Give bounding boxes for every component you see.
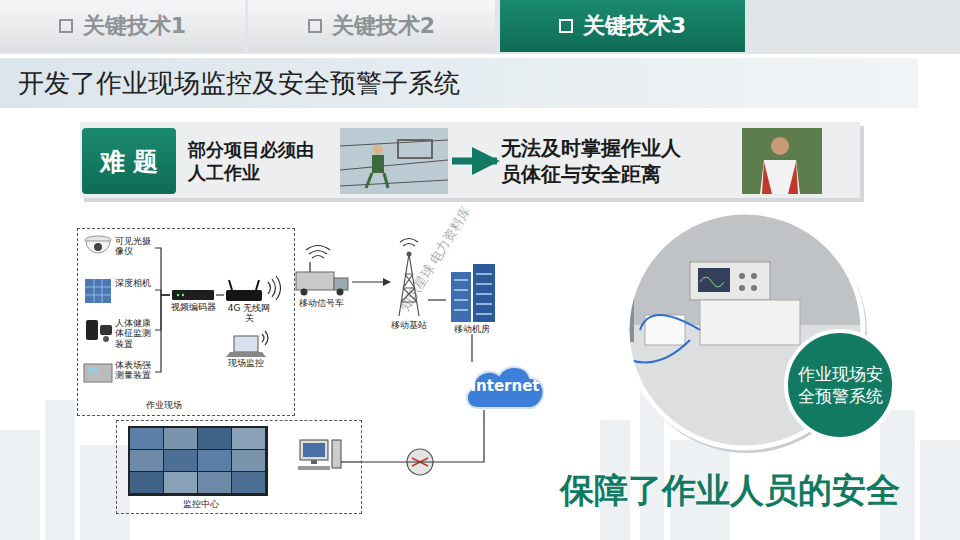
caption-text: 保障了作业人员的安全 — [560, 468, 900, 514]
node-text: 移动机房 — [446, 324, 498, 334]
checkbox-symbol — [308, 19, 322, 33]
node-text: 移动基站 — [390, 320, 428, 330]
screen-tile — [130, 472, 163, 493]
screen-tile — [164, 428, 197, 449]
building-box: 移动机房 — [446, 262, 498, 334]
connector-line — [362, 410, 484, 462]
tab-button-active: 关键技术3 — [500, 0, 745, 52]
node-text: 关键技术1 — [83, 11, 186, 41]
problem-badge: 难 题 — [82, 128, 176, 194]
connector-line — [216, 294, 224, 295]
node-text: 人体健康体征监测装置 — [115, 318, 155, 349]
connector-line — [471, 334, 472, 362]
node-text: 深度相机 — [115, 278, 155, 288]
site-region: 作业现场 可见光摄像仪深度相机人体健康体征监测装置体表场强测量装置 视频编码器 4G … — [77, 228, 295, 416]
node-text: 体表场强测量装置 — [115, 360, 155, 381]
gateway-box: 4G 无线网关 — [224, 282, 274, 324]
monitor-region: 监控中心 — [116, 420, 362, 514]
node-text: 可见光摄像仪 — [115, 236, 155, 257]
node-text: 难 题 — [100, 145, 159, 178]
screen-tile — [130, 428, 163, 449]
screen-tile — [232, 472, 265, 493]
node-text: 关键技术3 — [583, 11, 686, 41]
screen-tile — [198, 428, 231, 449]
encoder-box: 视频编码器 — [170, 288, 216, 312]
screen-tile — [198, 472, 231, 493]
slide-title: 开发了作业现场监控及安全预警子系统 — [18, 60, 460, 106]
node-text: 无法及时掌握作业人员体征与安全距离 — [501, 135, 687, 187]
internet-cloud: Internet — [462, 362, 548, 410]
connector-line — [155, 295, 170, 330]
screen-tile — [130, 450, 163, 471]
node-text: 现场监控 — [224, 358, 268, 368]
node-text: Internet — [470, 377, 539, 395]
node-text: 部分项目必须由人工作业 — [188, 138, 318, 185]
connector-line — [155, 248, 170, 295]
node-text: 作业现场 — [146, 399, 294, 412]
device-box: 体表场强测量装置 — [81, 358, 155, 386]
node-text: 关键技术2 — [332, 11, 435, 41]
system-circle: 作业现场安全预警系统 — [784, 329, 896, 441]
tab-button: 关键技术2 — [248, 0, 495, 52]
node-text: 视频编码器 — [170, 302, 216, 312]
screen-tile — [232, 450, 265, 471]
vehicle-box: 移动信号车 — [290, 264, 352, 308]
device-box: 深度相机 — [81, 276, 155, 304]
cloud-outline — [467, 367, 544, 408]
device-box: 人体健康体征监测装置 — [81, 316, 155, 349]
node-text: 4G 无线网关 — [224, 303, 274, 324]
node-text: 监控中心 — [183, 498, 361, 511]
laptop-box: 现场监控 — [224, 334, 268, 368]
chevron-arrow — [452, 158, 497, 165]
problem-text: 部分项目必须由人工作业 — [184, 130, 452, 192]
node-text: 移动信号车 — [290, 298, 352, 308]
screen-tile — [198, 450, 231, 471]
checkbox-symbol — [559, 19, 573, 33]
connector-line — [155, 290, 170, 295]
problem-text: 无法及时掌握作业人员体征与安全距离 — [497, 130, 739, 192]
checkbox-symbol — [59, 19, 73, 33]
connector-line — [352, 281, 390, 282]
screen-tile — [164, 450, 197, 471]
device-box: 可见光摄像仪 — [81, 234, 155, 262]
tab-button: 关键技术1 — [0, 0, 245, 52]
connector-line — [155, 295, 170, 372]
screen-tile — [232, 428, 265, 449]
screen-tile — [164, 472, 197, 493]
connector-line — [428, 299, 446, 300]
watermark: 知识星球 电力资料库 — [396, 203, 475, 315]
node-text: 作业现场安全预警系统 — [794, 363, 886, 407]
